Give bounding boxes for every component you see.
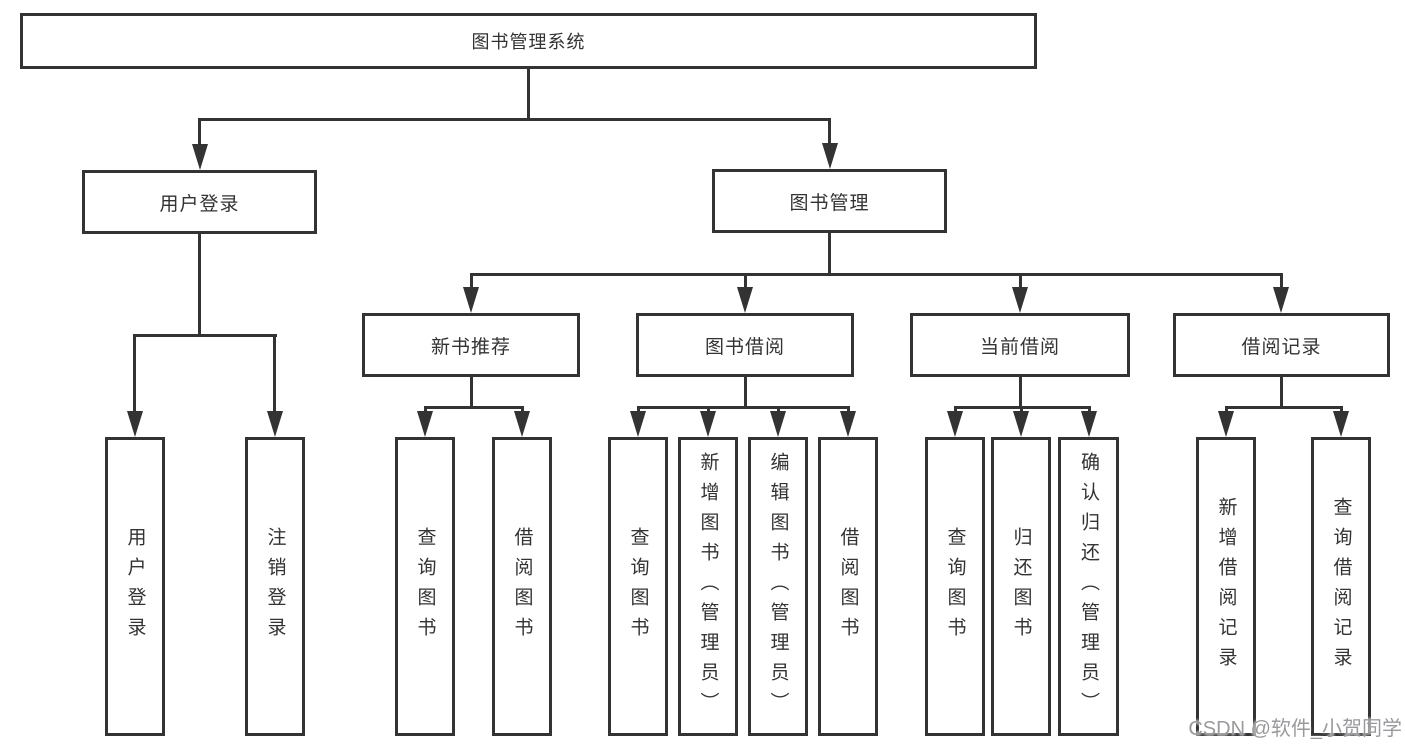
node-current-borrowing: 当前借阅 [910, 313, 1130, 377]
connector-line [470, 377, 473, 406]
node-label: 借阅图书 [837, 526, 859, 647]
leaf-query-books-current: 查询图书 [925, 437, 985, 736]
arrow-down-icon [514, 411, 530, 437]
arrow-down-icon [192, 144, 208, 170]
connector-line [133, 334, 277, 337]
connector-line [637, 406, 849, 409]
leaf-borrow-books-borrowing: 借阅图书 [818, 437, 878, 736]
connector-line [273, 334, 276, 414]
connector-line [744, 273, 747, 289]
node-label: 图书管理 [789, 192, 870, 214]
node-label: 新增图书（管理员） [697, 451, 719, 722]
node-new-book-recommend: 新书推荐 [362, 313, 580, 377]
node-label: 图书借阅 [704, 336, 785, 358]
arrow-down-icon [1333, 411, 1349, 437]
node-book-management: 图书管理 [712, 169, 947, 233]
arrow-down-icon [127, 411, 143, 437]
arrow-down-icon [700, 411, 716, 437]
leaf-logout: 注销登录 [245, 437, 305, 736]
arrow-down-icon [267, 411, 283, 437]
leaf-query-books-recommend: 查询图书 [395, 437, 455, 736]
watermark: CSDN @软件_小贺同学 [1188, 718, 1402, 740]
connector-line [828, 118, 831, 145]
connector-line [521, 406, 524, 414]
connector-line [847, 406, 850, 414]
node-library-management-system: 图书管理系统 [20, 13, 1037, 69]
arrow-down-icon [1081, 411, 1097, 437]
connector-line [637, 406, 640, 414]
leaf-query-books-borrowing: 查询图书 [608, 437, 668, 736]
connector-line [198, 118, 831, 121]
leaf-confirm-return-admin: 确认归还（管理员） [1058, 437, 1119, 736]
connector-line [1225, 406, 1228, 414]
arrow-down-icon [840, 411, 856, 437]
connector-line [198, 118, 201, 146]
connector-line [828, 233, 831, 273]
connector-line [1019, 273, 1022, 289]
arrow-down-icon [947, 411, 963, 437]
connector-line [1280, 377, 1283, 406]
leaf-add-borrow-record: 新增借阅记录 [1196, 437, 1256, 736]
node-label: 当前借阅 [979, 336, 1060, 358]
connector-line [1225, 406, 1342, 409]
node-user-login: 用户登录 [82, 170, 317, 234]
arrow-down-icon [1218, 411, 1234, 437]
node-label: 查询图书 [414, 526, 436, 647]
node-label: 新书推荐 [430, 336, 511, 358]
connector-line [744, 377, 747, 406]
arrow-down-icon [1013, 411, 1029, 437]
leaf-borrow-books-recommend: 借阅图书 [492, 437, 552, 736]
node-label: 注销登录 [264, 526, 286, 647]
node-label: 借阅记录 [1241, 336, 1322, 358]
node-label: 查询图书 [944, 526, 966, 647]
arrow-down-icon [822, 143, 838, 169]
leaf-return-books: 归还图书 [991, 437, 1051, 736]
connector-line [954, 406, 957, 414]
connector-line [198, 234, 201, 334]
node-label: 借阅图书 [511, 526, 533, 647]
leaf-query-borrow-record: 查询借阅记录 [1311, 437, 1371, 736]
connector-line [527, 69, 530, 118]
connector-line [470, 273, 473, 289]
connector-line [133, 334, 136, 414]
connector-line [470, 273, 1282, 276]
connector-line [1019, 377, 1022, 406]
arrow-down-icon [463, 287, 479, 313]
arrow-down-icon [770, 411, 786, 437]
node-book-borrowing: 图书借阅 [636, 313, 854, 377]
node-label: 图书管理系统 [471, 32, 586, 52]
connector-line [424, 406, 427, 414]
node-label: 查询图书 [627, 526, 649, 647]
connector-line [1280, 273, 1283, 289]
connector-line [1088, 406, 1091, 414]
node-label: 归还图书 [1010, 526, 1032, 647]
node-label: 用户登录 [159, 193, 240, 215]
connector-line [777, 406, 780, 414]
arrow-down-icon [737, 287, 753, 313]
leaf-edit-book-admin: 编辑图书（管理员） [748, 437, 808, 736]
node-label: 确认归还（管理员） [1078, 451, 1099, 722]
arrow-down-icon [630, 411, 646, 437]
connector-line [707, 406, 710, 414]
leaf-add-book-admin: 新增图书（管理员） [678, 437, 738, 736]
arrow-down-icon [417, 411, 433, 437]
arrow-down-icon [1273, 287, 1289, 313]
node-label: 用户登录 [124, 526, 146, 647]
connector-line [1020, 406, 1023, 414]
connector-line [1340, 406, 1343, 414]
node-borrowing-records: 借阅记录 [1173, 313, 1390, 377]
connector-line [424, 406, 524, 409]
node-label: 查询借阅记录 [1330, 496, 1352, 677]
node-label: 编辑图书（管理员） [767, 451, 789, 722]
leaf-user-login: 用户登录 [105, 437, 165, 736]
node-label: 新增借阅记录 [1215, 496, 1237, 677]
arrow-down-icon [1012, 287, 1028, 313]
